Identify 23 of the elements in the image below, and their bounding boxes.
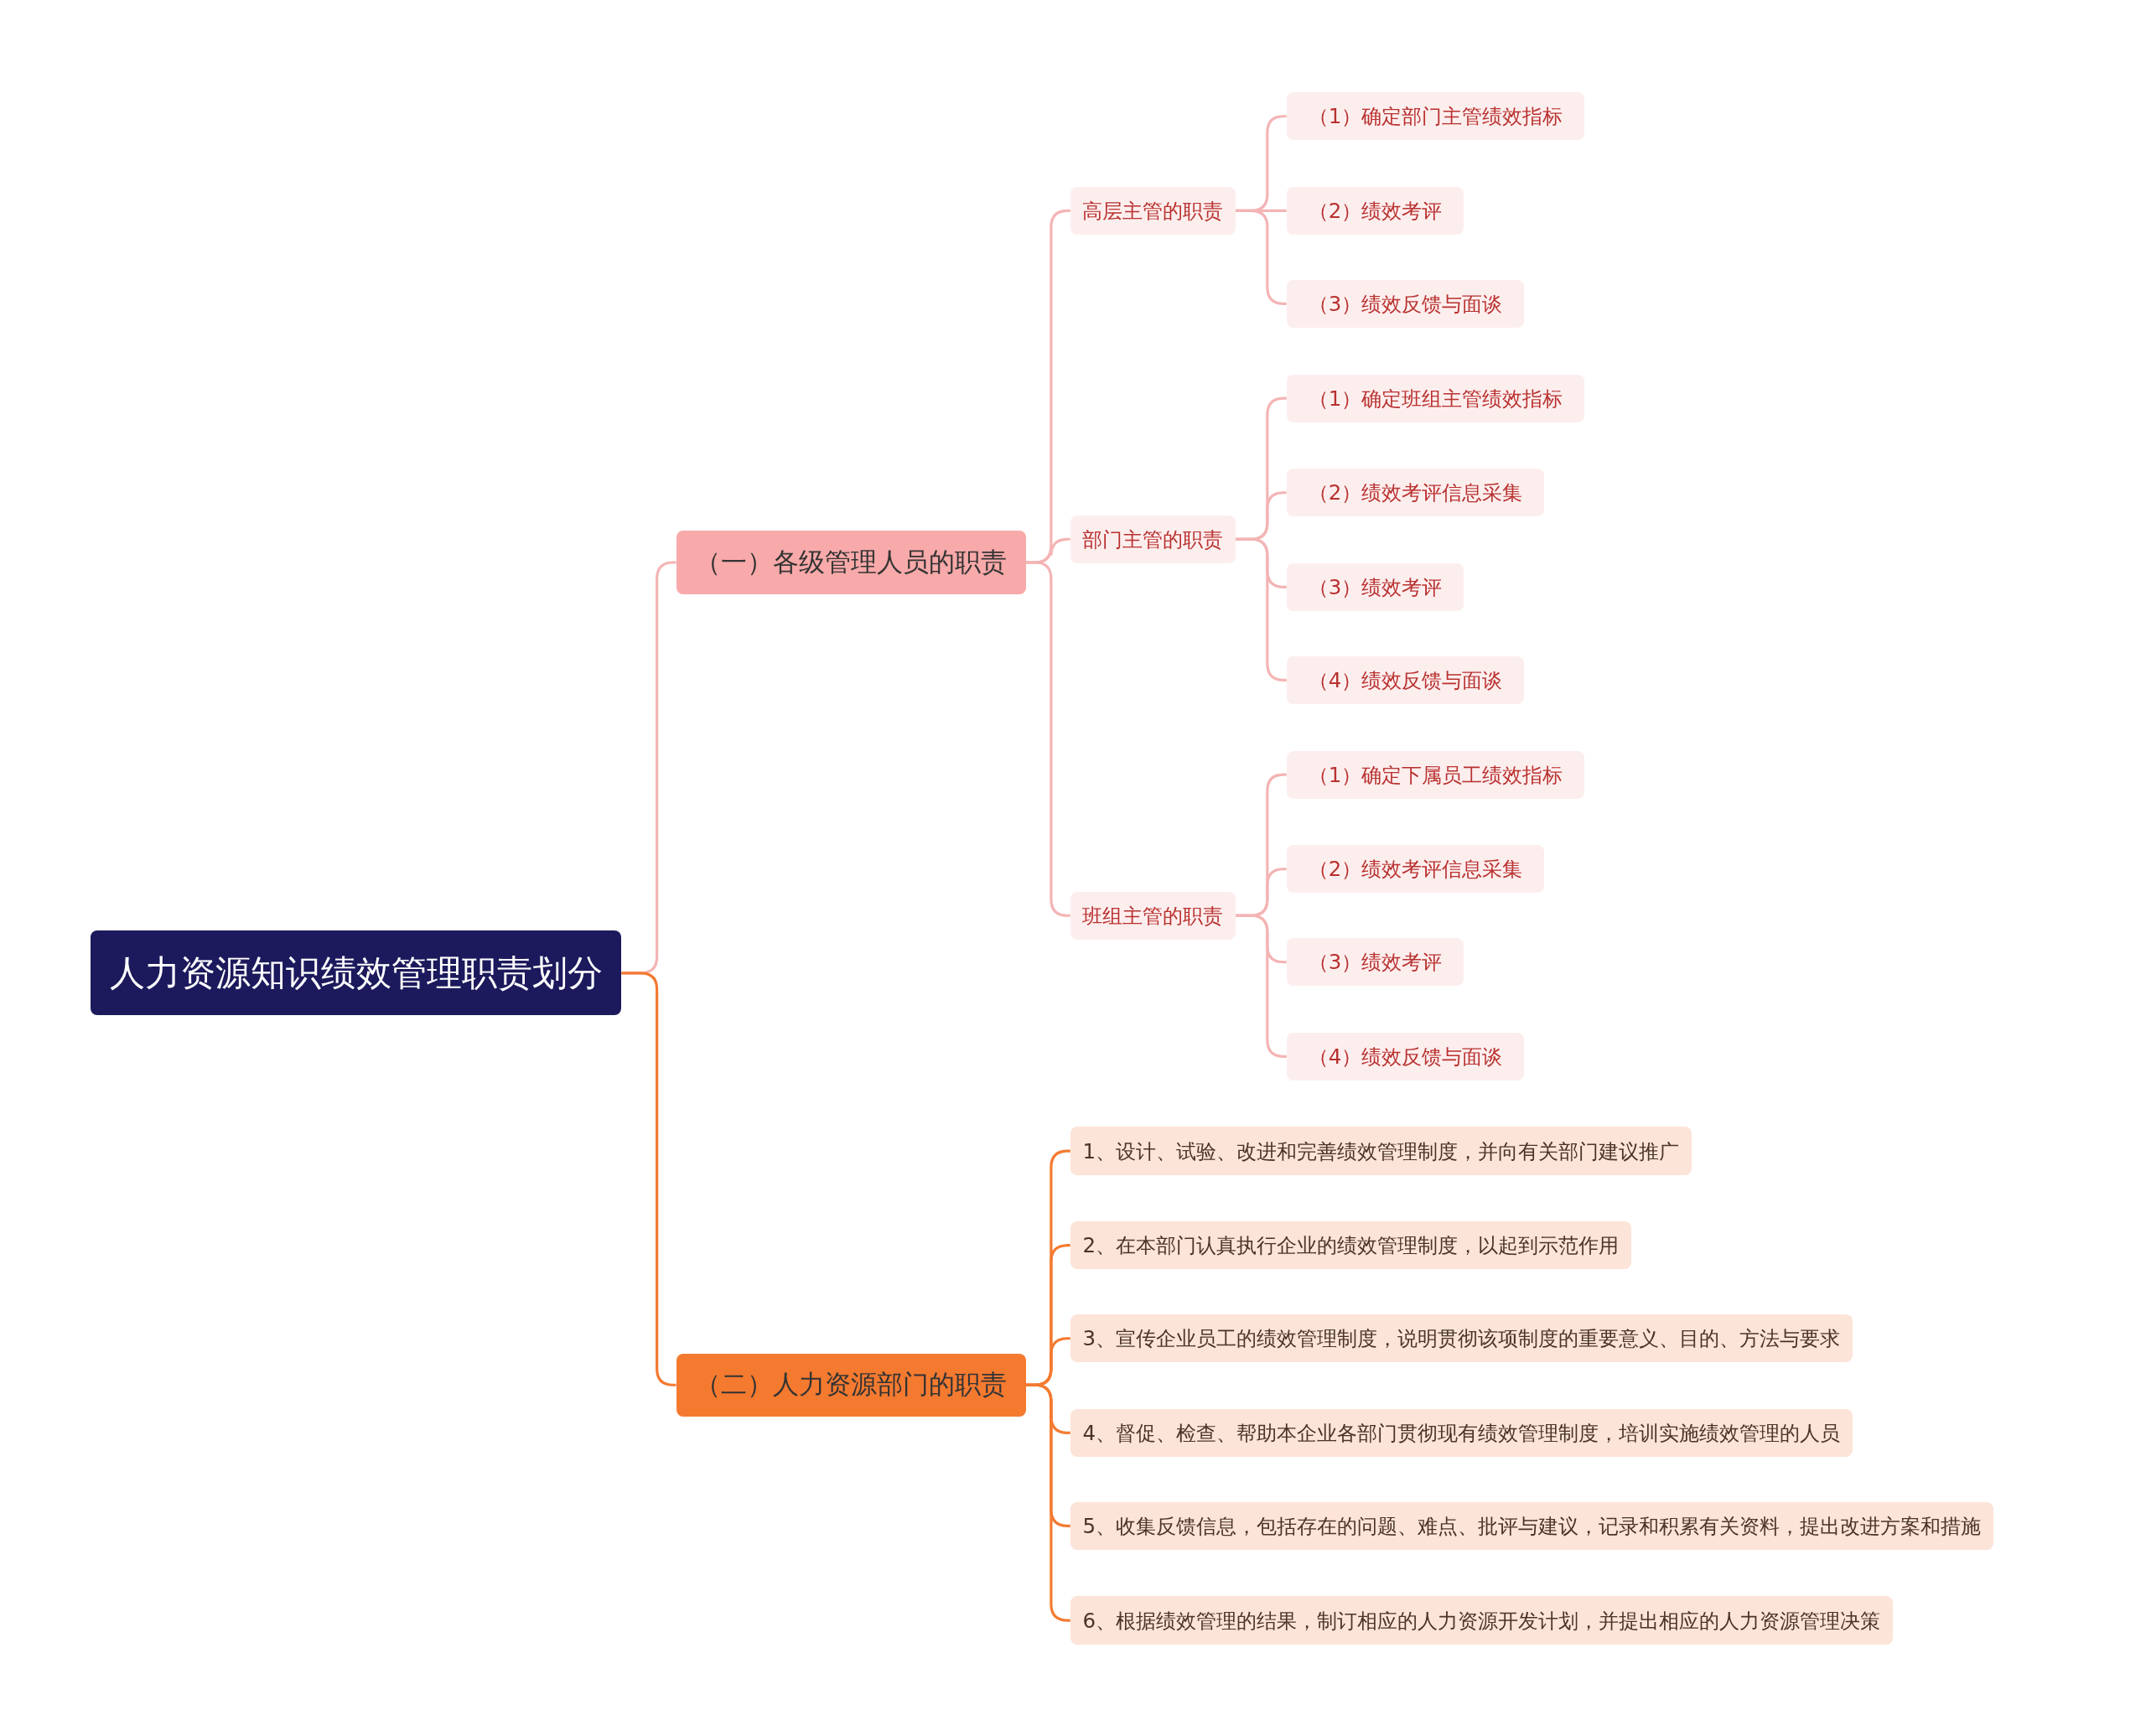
item-box: （1）确定班组主管绩效指标: [1286, 374, 1585, 422]
subtopic-box: 高层主管的职责: [1070, 186, 1236, 235]
item-box: （2）绩效考评信息采集: [1286, 469, 1545, 517]
topic-box: （一）各级管理人员的职责: [676, 531, 1027, 594]
item-box: 1、设计、试验、改进和完善绩效管理制度，并向有关部门建议推广: [1070, 1127, 1692, 1175]
root-box: 人力资源知识绩效管理职责划分: [90, 930, 622, 1016]
item-box: （2）绩效考评: [1286, 186, 1464, 235]
item-box: 6、根据绩效管理的结果，制订相应的人力资源开发计划，并提出相应的人力资源管理决策: [1070, 1596, 1893, 1645]
item-box: （4）绩效反馈与面谈: [1286, 656, 1525, 704]
item-box: （3）绩效考评: [1286, 938, 1464, 987]
item-box: （1）确定下属员工绩效指标: [1286, 750, 1585, 799]
item-box: （1）确定部门主管绩效指标: [1286, 92, 1585, 141]
topic-box: （二）人力资源部门的职责: [676, 1353, 1027, 1417]
item-box: （3）绩效考评: [1286, 562, 1464, 611]
item-box: 3、宣传企业员工的绩效管理制度，说明贯彻该项制度的重要意义、目的、方法与要求: [1070, 1314, 1853, 1363]
item-box: 5、收集反馈信息，包括存在的问题、难点、批评与建议，记录和积累有关资料，提出改进方案和措施: [1070, 1501, 1993, 1550]
item-box: （3）绩效反馈与面谈: [1286, 279, 1525, 328]
item-box: （4）绩效反馈与面谈: [1286, 1032, 1525, 1080]
item-box: 4、督促、检查、帮助本企业各部门贯彻现有绩效管理制度，培训实施绩效管理的人员: [1070, 1408, 1853, 1457]
item-box: （2）绩效考评信息采集: [1286, 845, 1545, 894]
item-box: 2、在本部门认真执行企业的绩效管理制度，以起到示范作用: [1070, 1221, 1631, 1270]
subtopic-box: 部门主管的职责: [1070, 515, 1236, 563]
subtopic-box: 班组主管的职责: [1070, 891, 1236, 940]
